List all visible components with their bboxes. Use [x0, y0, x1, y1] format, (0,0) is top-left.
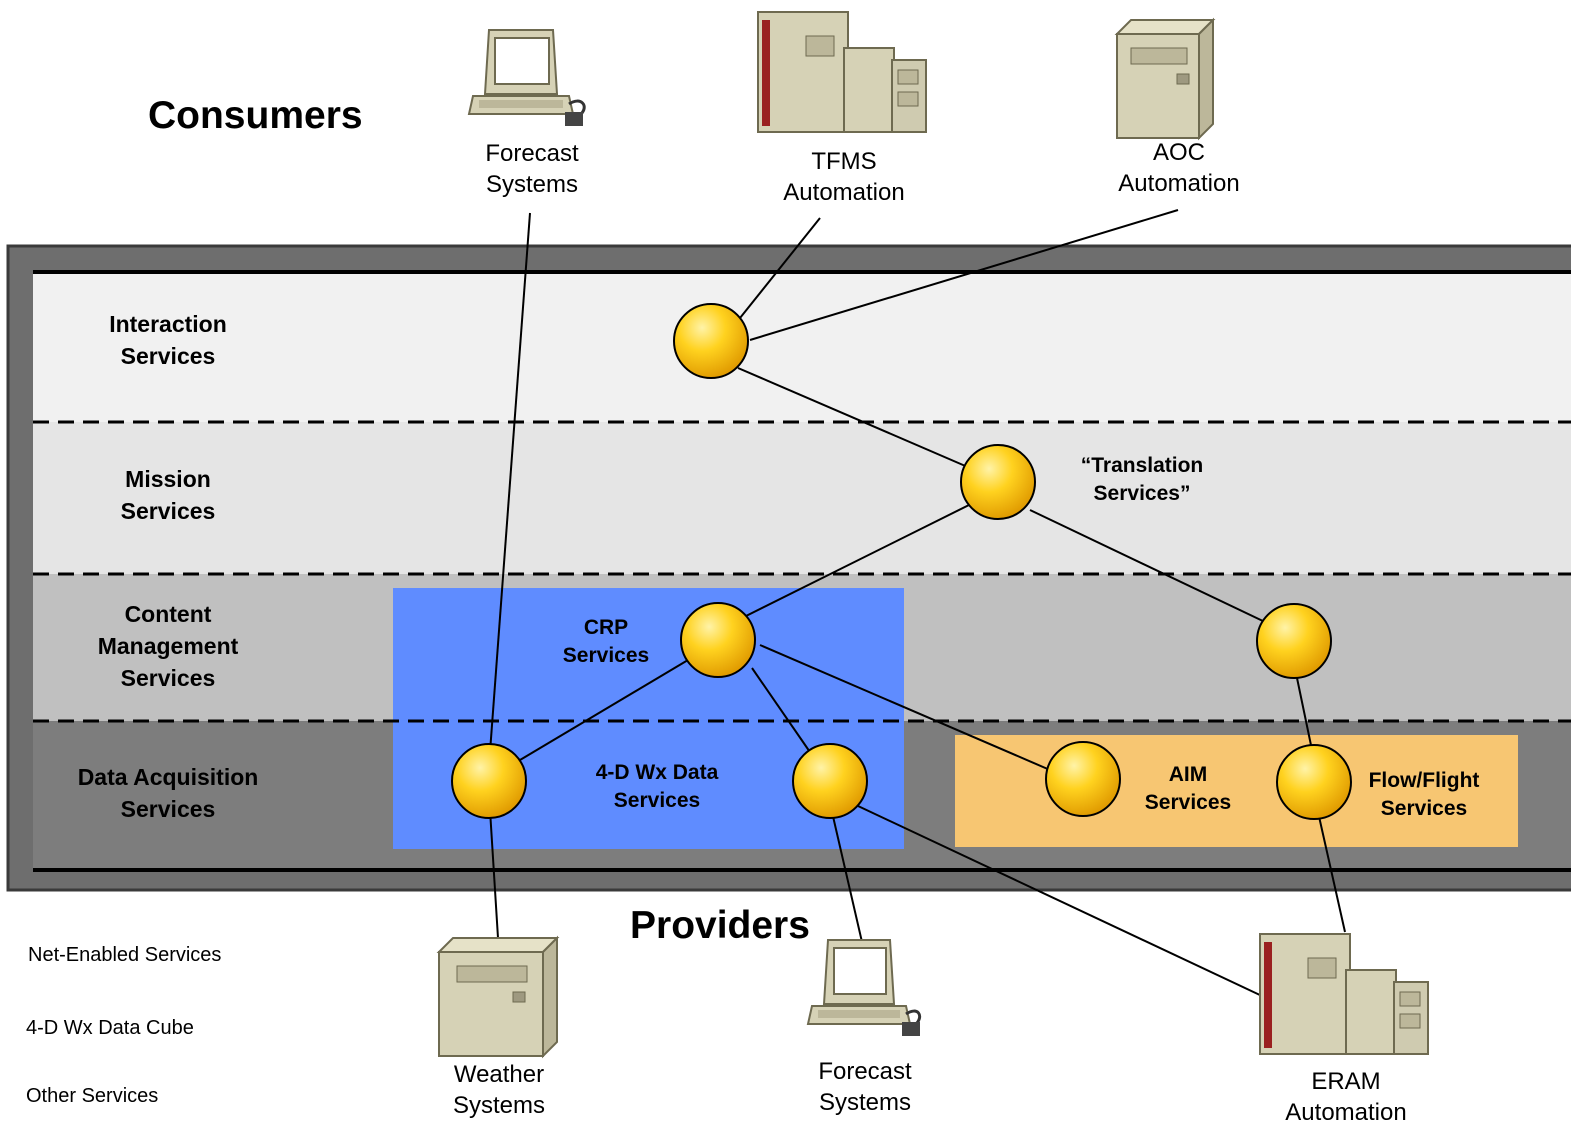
aim-services-label: AIM Services	[1145, 761, 1231, 817]
label-line: Services	[120, 665, 216, 691]
band-interaction	[33, 272, 1571, 422]
label-line: Interaction	[109, 311, 227, 337]
link-translation-crp	[741, 501, 976, 619]
server-icon	[436, 935, 560, 1059]
layer-content-label: Content Management Services	[98, 598, 239, 694]
link-weather-bottom	[489, 809, 499, 939]
label-line: Management	[97, 633, 239, 659]
label-line: Services	[120, 796, 216, 822]
translation-services-label: “Translation Services”	[1081, 452, 1204, 508]
label-line: ERAM	[1311, 1068, 1381, 1095]
link-tfms-interaction	[739, 217, 821, 319]
layer-acquisition-label: Data Acquisition Services	[78, 761, 259, 825]
weather-acq-node[interactable]	[451, 743, 527, 819]
label-line: Systems	[485, 171, 578, 198]
layer-mission-label: Mission Services	[121, 463, 216, 527]
label-line: Services”	[1093, 482, 1191, 505]
label-line: CRP	[583, 616, 629, 639]
wx-acq-node[interactable]	[792, 743, 868, 819]
label-line: Services	[120, 498, 216, 524]
consumer-forecast-label: Forecast Systems	[485, 138, 578, 200]
layer-interaction-label: Interaction Services	[109, 308, 227, 372]
link-forecast-weather	[489, 212, 531, 753]
label-line: “Translation	[1080, 454, 1204, 477]
wx-data-services-label: 4-D Wx Data Services	[596, 759, 719, 815]
label-line: Automation	[783, 179, 905, 206]
label-line: AOC	[1152, 139, 1205, 166]
label-line: TFMS	[811, 148, 877, 175]
link-translation-content	[1029, 509, 1266, 623]
label-line: Automation	[1118, 170, 1240, 197]
workstation-icon	[806, 939, 922, 1036]
interaction-node[interactable]	[673, 303, 749, 379]
link-crp-wx	[751, 667, 813, 756]
aim-node[interactable]	[1045, 741, 1121, 817]
workstation-icon	[467, 29, 586, 126]
crp-node[interactable]	[680, 602, 756, 678]
label-line: Flow/Flight	[1368, 769, 1480, 792]
legend-net-enabled: Net-Enabled Services	[28, 944, 222, 966]
label-line: Services	[1144, 791, 1232, 814]
server-icon	[1114, 17, 1216, 141]
label-line: Weather	[453, 1061, 545, 1088]
band-mission	[33, 422, 1571, 574]
consumers-heading: Consumers	[148, 94, 363, 137]
label-line: Services	[1380, 797, 1468, 820]
label-line: Mission	[125, 466, 211, 492]
flow-flight-services-label: Flow/Flight Services	[1369, 767, 1480, 823]
link-crp-weather	[519, 659, 689, 761]
legend-wx-cube: 4-D Wx Data Cube	[26, 1017, 194, 1039]
label-line: Forecast	[818, 1058, 912, 1085]
label-line: Content	[124, 601, 212, 627]
link-crp-aim	[759, 644, 1051, 771]
connections	[489, 209, 1346, 997]
link-flow-eram	[1317, 811, 1346, 933]
providers-heading: Providers	[630, 904, 810, 947]
label-line: Automation	[1285, 1099, 1407, 1126]
label-line: Data Acquisition	[77, 764, 259, 790]
provider-weather-label: Weather Systems	[453, 1059, 545, 1121]
provider-forecast-label: Forecast Systems	[818, 1056, 911, 1118]
link-wx-forecast	[831, 811, 863, 943]
consumer-aoc-label: AOC Automation	[1118, 137, 1239, 199]
provider-eram-label: ERAM Automation	[1285, 1066, 1406, 1128]
link-aoc-interaction	[749, 209, 1179, 341]
label-line: Services	[120, 343, 216, 369]
label-line: AIM	[1168, 763, 1208, 786]
label-line: Services	[613, 789, 701, 812]
label-line: Systems	[452, 1092, 546, 1119]
crp-services-label: CRP Services	[563, 614, 649, 670]
label-line: Forecast	[485, 140, 579, 167]
link-wx-eram	[857, 805, 1263, 997]
label-line: Services	[562, 644, 650, 667]
label-line: Systems	[818, 1089, 911, 1116]
mainframe-icon	[757, 11, 927, 133]
legend-other-services: Other Services	[26, 1085, 159, 1107]
link-content-flow	[1296, 677, 1313, 751]
mainframe-icon	[1259, 933, 1429, 1055]
content-mgmt-node[interactable]	[1256, 603, 1332, 679]
consumer-tfms-label: TFMS Automation	[783, 146, 904, 208]
translation-node[interactable]	[960, 444, 1036, 520]
label-line: 4-D Wx Data	[595, 761, 719, 784]
flow-node[interactable]	[1276, 744, 1352, 820]
link-interaction-translation	[737, 367, 971, 469]
